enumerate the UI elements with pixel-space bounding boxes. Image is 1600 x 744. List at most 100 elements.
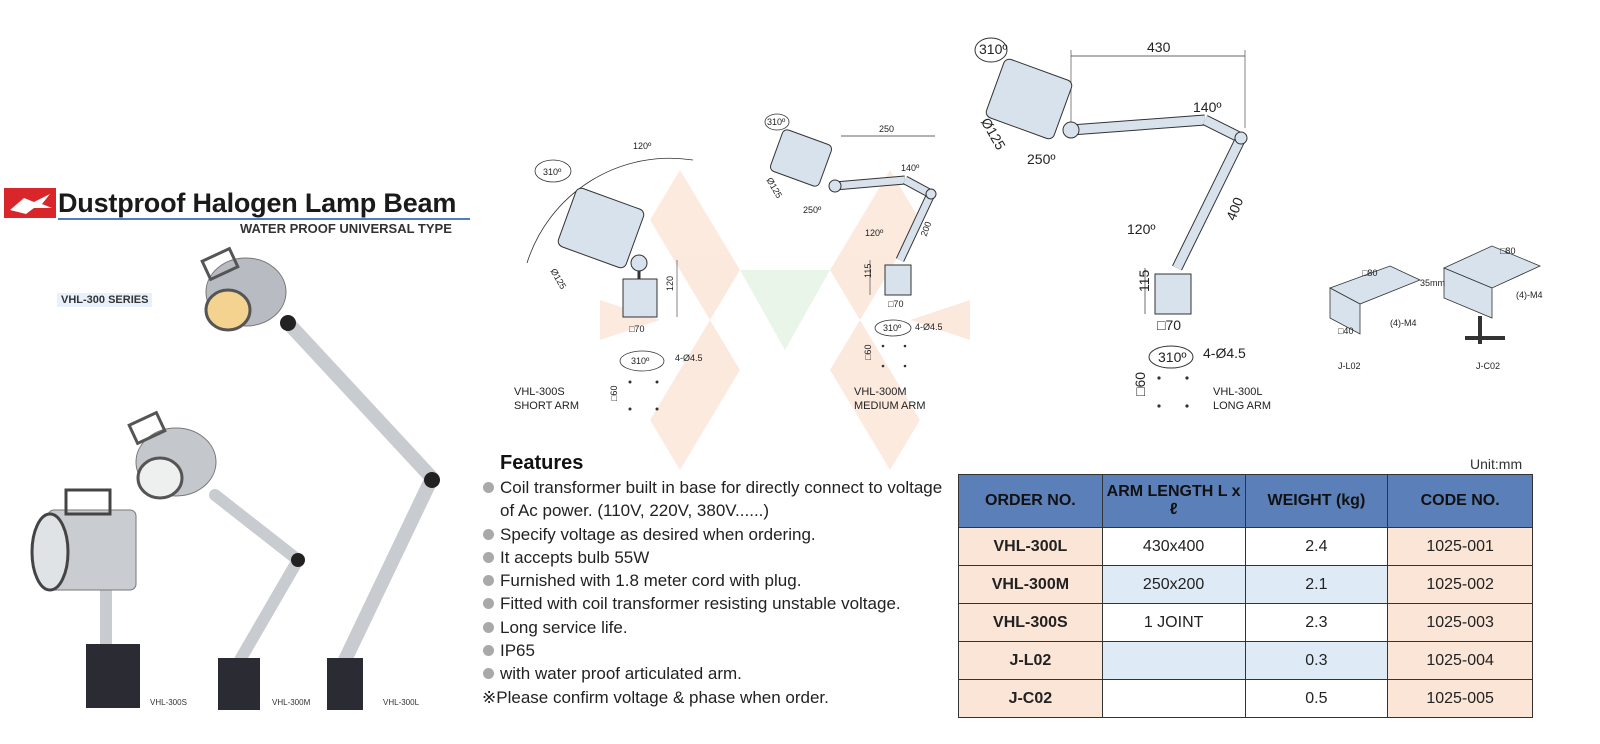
title-underline (58, 218, 470, 220)
dim-medium-holes: 4-Ø4.5 (915, 322, 943, 332)
dim-long-angle2: 120º (1127, 221, 1155, 237)
header-order-no: ORDER NO. (958, 474, 1103, 528)
cell-arm (1101, 679, 1246, 718)
dim-medium-mount: □60 (863, 345, 873, 360)
dim-short-rot: 310º (543, 167, 562, 177)
dim-long-bottom-rot: 310º (1158, 349, 1186, 365)
feature-item: Specify voltage as desired when ordering… (482, 523, 952, 546)
page-subtitle: WATER PROOF UNIVERSAL TYPE (240, 221, 452, 236)
spec-table: ORDER NO. ARM LENGTH L x ℓ WEIGHT (kg) C… (958, 474, 1533, 718)
cell-code: 1025-004 (1387, 641, 1533, 680)
bracket-jl02-label: J-L02 (1338, 361, 1361, 371)
dim-medium-angle1: 140º (901, 163, 920, 173)
cell-order: VHL-300S (958, 603, 1103, 642)
base-short (622, 278, 658, 318)
drawing-medium-caption: VHL-300M MEDIUM ARM (854, 385, 926, 413)
dim-medium-len: 250 (879, 124, 894, 134)
dim-jl02-d3: (4)-M4 (1390, 318, 1417, 328)
lamp-medium-illustration (127, 410, 305, 710)
cell-arm: 1 JOINT (1101, 603, 1246, 642)
cell-arm: 250x200 (1101, 565, 1246, 604)
table-row: J-C02 0.5 1025-005 (958, 679, 1533, 718)
feature-item: IP65 (482, 639, 952, 662)
dim-long-mount: □60 (1132, 372, 1148, 396)
photo-label-long: VHL-300L (383, 698, 420, 707)
watermark-logo (600, 170, 970, 470)
feature-item: Long service life. (482, 616, 952, 639)
drawing-short-arm: SHORT ARM (514, 400, 579, 412)
dim-long-holes: 4-Ø4.5 (1203, 345, 1246, 361)
dim-short-bottom-rot: 310º (631, 356, 650, 366)
cell-weight: 2.1 (1244, 565, 1389, 604)
dim-long-arm: 400 (1223, 195, 1247, 223)
bracket-jc02-label: J-C02 (1476, 361, 1501, 371)
table-header-row: ORDER NO. ARM LENGTH L x ℓ WEIGHT (kg) C… (958, 474, 1533, 528)
feature-item: Coil transformer built in base for direc… (482, 476, 952, 523)
dim-short-holes: 4-Ø4.5 (675, 353, 703, 363)
dim-long-len: 430 (1147, 39, 1171, 55)
cell-weight: 0.5 (1244, 679, 1389, 718)
page-title: Dustproof Halogen Lamp Beam (58, 188, 457, 218)
header-code-no: CODE NO. (1387, 474, 1533, 528)
feature-item: Furnished with 1.8 meter cord with plug. (482, 569, 952, 592)
photo-label-medium: VHL-300M (272, 698, 311, 707)
dim-long-angle1: 140º (1193, 99, 1221, 115)
cell-order: VHL-300M (958, 565, 1103, 604)
dim-medium-arm: 200 (919, 220, 934, 238)
lamp-head-medium (769, 129, 833, 187)
dim-jc02-d3: (4)-M4 (1516, 290, 1543, 300)
dim-short-height: 120 (665, 276, 675, 291)
cell-order: J-L02 (958, 641, 1103, 680)
header-arm-length: ARM LENGTH L x ℓ (1101, 474, 1246, 528)
series-label: VHL-300 SERIES (57, 293, 153, 307)
drawing-medium-arm: MEDIUM ARM (854, 400, 926, 412)
dim-jc02-d1: □80 (1500, 246, 1515, 256)
cell-weight: 2.3 (1244, 603, 1389, 642)
cell-weight: 0.3 (1244, 641, 1389, 680)
dim-medium-height: 115 (863, 264, 873, 278)
drawing-long-arm: LONG ARM (1213, 400, 1272, 412)
drawing-medium-name: VHL-300M (854, 386, 907, 398)
dim-jl02-d2: □40 (1338, 326, 1353, 336)
dim-short-mount: □60 (609, 386, 619, 401)
dim-long-height: 115 (1136, 269, 1152, 292)
drawing-long: 430 310º 140º 120º Ø125 250º 400 115 □70… (974, 37, 1248, 408)
features-title: Features (500, 452, 584, 474)
lamp-long-illustration (200, 246, 440, 710)
feature-item: with water proof articulated arm. (482, 662, 952, 685)
dim-long-base: □70 (1157, 317, 1181, 333)
drawing-short: 120º 310º Ø125 120 □70 310º 4-Ø4.5 □60 (526, 141, 703, 411)
header-weight: WEIGHT (kg) (1244, 474, 1389, 528)
photo-label-short: VHL-300S (150, 698, 187, 707)
lamp-head-long (985, 58, 1073, 140)
drawing-long-caption: VHL-300L LONG ARM (1213, 385, 1271, 413)
table-row: J-L02 0.3 1025-004 (958, 641, 1533, 680)
table-row: VHL-300M 250x200 2.1 1025-002 (958, 565, 1533, 604)
lamp-head-short (557, 187, 645, 269)
drawing-short-name: VHL-300S (514, 386, 565, 398)
dim-medium-dia: Ø125 (765, 176, 785, 200)
table-row: VHL-300S 1 JOINT 2.3 1025-003 (958, 603, 1533, 642)
cell-order: VHL-300L (958, 527, 1103, 566)
dim-medium-tilt: 250º (803, 205, 822, 215)
cell-code: 1025-001 (1387, 527, 1533, 566)
feature-item: It accepts bulb 55W (482, 546, 952, 569)
unit-label: Unit:mm (1470, 456, 1523, 472)
cell-weight: 2.4 (1244, 527, 1389, 566)
dim-short-dia: Ø125 (549, 267, 569, 291)
feature-item: Fitted with coil transformer resisting u… (482, 592, 952, 615)
dim-short-angle: 120º (633, 141, 652, 151)
bracket-jc02-drawing: □80 35mm (4)-M4 (1420, 245, 1543, 344)
bracket-jl02-drawing: □80 □40 (4)-M4 (1329, 265, 1422, 336)
dim-jl02-d1: □80 (1362, 268, 1377, 278)
cell-code: 1025-003 (1387, 603, 1533, 642)
feature-note: ※Please confirm voltage & phase when ord… (482, 687, 829, 707)
dim-medium-angle2: 120º (865, 228, 884, 238)
drawing-long-name: VHL-300L (1213, 386, 1263, 398)
dim-long-tilt: 250º (1027, 151, 1055, 167)
drawing-medium: 250 310º 140º 120º Ø125 250º 200 115 □70… (765, 113, 943, 368)
dim-medium-base: □70 (888, 299, 903, 309)
features-list: Coil transformer built in base for direc… (482, 476, 952, 709)
dim-medium-bottom-rot: 310º (883, 323, 902, 333)
brand-logo (4, 188, 56, 218)
